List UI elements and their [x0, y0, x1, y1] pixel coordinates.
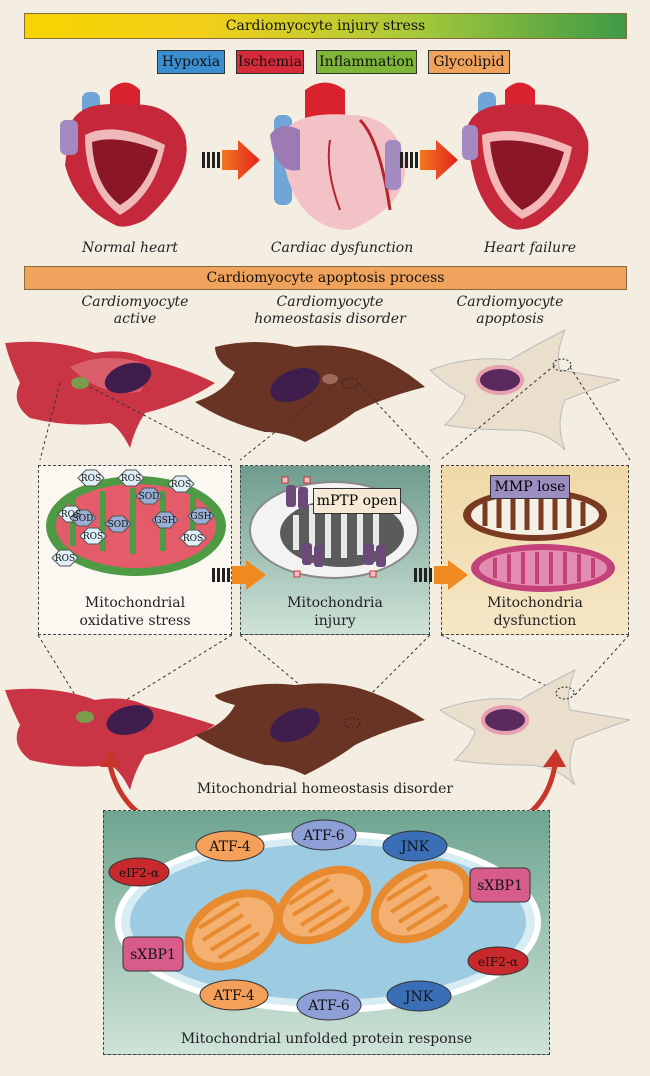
svg-text:ROS: ROS — [83, 532, 103, 542]
stressor-ischemia: Ischemia — [236, 50, 304, 74]
mmp-lose-tag: MMP lose — [490, 475, 570, 499]
svg-text:ROS: ROS — [121, 474, 141, 484]
stressor-hypoxia: Hypoxia — [157, 50, 225, 74]
svg-text:GSH: GSH — [154, 516, 175, 526]
svg-text:SOD: SOD — [73, 514, 94, 524]
mptp-open-tag: mPTP open — [313, 488, 401, 514]
apoptosis-process-banner: Cardiomyocyte apoptosis process — [24, 266, 627, 290]
atf6-bottom-badge: ATF-6 — [296, 989, 362, 1021]
active-cardiomyocyte-icon — [5, 341, 215, 448]
svg-text:ATF-4: ATF-4 — [212, 988, 254, 1004]
svg-text:JNK: JNK — [399, 839, 430, 855]
svg-text:ATF-6: ATF-6 — [307, 998, 349, 1014]
svg-text:ROS: ROS — [61, 510, 81, 520]
cardiomyocyte-cells-row-lower — [5, 635, 631, 790]
eif2a-bottom-badge: eIF2-α — [467, 946, 529, 976]
mptp-channel-icon — [286, 485, 386, 567]
atf4-bottom-badge: ATF-4 — [199, 979, 269, 1011]
svg-text:SOD: SOD — [139, 492, 160, 502]
oxidative-stress-label: Mitochondrial oxidative stress — [79, 595, 191, 629]
svg-text:eIF2-α: eIF2-α — [119, 866, 159, 880]
mitochondrion-icon — [274, 865, 372, 945]
sxbp1-right-badge: sXBP1 — [469, 867, 531, 903]
hearts-illustration — [60, 82, 589, 230]
progression-arrow-icon — [202, 140, 260, 180]
stage-label-apoptosis: Cardiomyocyte apoptosis — [456, 294, 564, 327]
injury-stress-banner: Cardiomyocyte injury stress — [24, 13, 627, 39]
svg-text:eIF2-α: eIF2-α — [478, 955, 518, 969]
cardiomyocyte-cells-row — [5, 328, 631, 461]
atf6-top-badge: ATF-6 — [291, 819, 357, 851]
panel-arrow-icon — [212, 560, 266, 590]
mitochondrion-icon — [184, 889, 282, 971]
svg-text:ROS: ROS — [171, 480, 191, 490]
stressor-inflammation: Inflammation — [316, 50, 417, 74]
normal-heart-icon — [60, 82, 187, 227]
heart-caption-normal: Normal heart — [82, 240, 178, 256]
svg-text:sXBP1: sXBP1 — [477, 878, 523, 894]
eif2a-top-badge: eIF2-α — [108, 857, 170, 887]
svg-text:GSH: GSH — [190, 512, 211, 522]
injury-stress-title: Cardiomyocyte injury stress — [225, 18, 426, 34]
progression-arrow-icon — [400, 140, 458, 180]
stressor-glycolipid: Glycolipid — [428, 50, 510, 74]
apoptosis-cardiomyocyte-icon — [429, 328, 621, 451]
svg-text:SOD: SOD — [108, 520, 129, 530]
homeostasis-cardiomyocyte-icon — [195, 342, 425, 442]
svg-text:ATF-4: ATF-4 — [208, 839, 250, 855]
upr-illustration: ATF-4 ATF-6 JNK eIF2-α sXBP1 sXBP1 eIF2-… — [108, 819, 541, 1021]
active-cardiomyocyte-icon — [5, 688, 215, 790]
mitochondrion-icon — [370, 860, 472, 944]
svg-text:ROS: ROS — [55, 554, 75, 564]
mito-injury-label: Mitochondria injury — [287, 595, 383, 629]
svg-text:JNK: JNK — [403, 989, 434, 1005]
homeostasis-cardiomyocyte-icon — [195, 683, 425, 775]
heart-caption-failure: Heart failure — [483, 240, 577, 256]
svg-text:ROS: ROS — [183, 534, 203, 544]
homeostasis-disorder-label: Mitochondrial homeostasis disorder — [196, 781, 454, 797]
jnk-top-badge: JNK — [382, 830, 448, 862]
heart-caption-dysfunction: Cardiac dysfunction — [270, 240, 414, 256]
sxbp1-left-badge: sXBP1 — [122, 936, 184, 972]
svg-text:ATF-6: ATF-6 — [302, 828, 344, 844]
dysfunction-mitochondria-icon — [463, 489, 615, 592]
svg-text:sXBP1: sXBP1 — [130, 947, 176, 963]
apoptosis-cardiomyocyte-icon — [438, 668, 631, 786]
stage-label-homeostasis: Cardiomyocyte homeostasis disorder — [254, 294, 406, 327]
mito-dysfunction-label: Mitochondria dysfunction — [487, 595, 583, 629]
panel-arrow-icon — [414, 560, 468, 590]
jnk-bottom-badge: JNK — [386, 980, 452, 1012]
stage-label-active: Cardiomyocyte active — [81, 294, 189, 327]
dysfunction-heart-icon — [270, 82, 406, 230]
svg-text:ROS: ROS — [81, 474, 101, 484]
upr-title: Mitochondrial unfolded protein response — [180, 1031, 473, 1047]
atf4-top-badge: ATF-4 — [195, 830, 265, 862]
apoptosis-process-title: Cardiomyocyte apoptosis process — [206, 270, 445, 286]
failure-heart-icon — [462, 82, 589, 230]
oxidative-mitochondrion-icon: ROS ROS ROS ROS ROS ROS ROS SOD SOD SOD … — [46, 469, 226, 576]
